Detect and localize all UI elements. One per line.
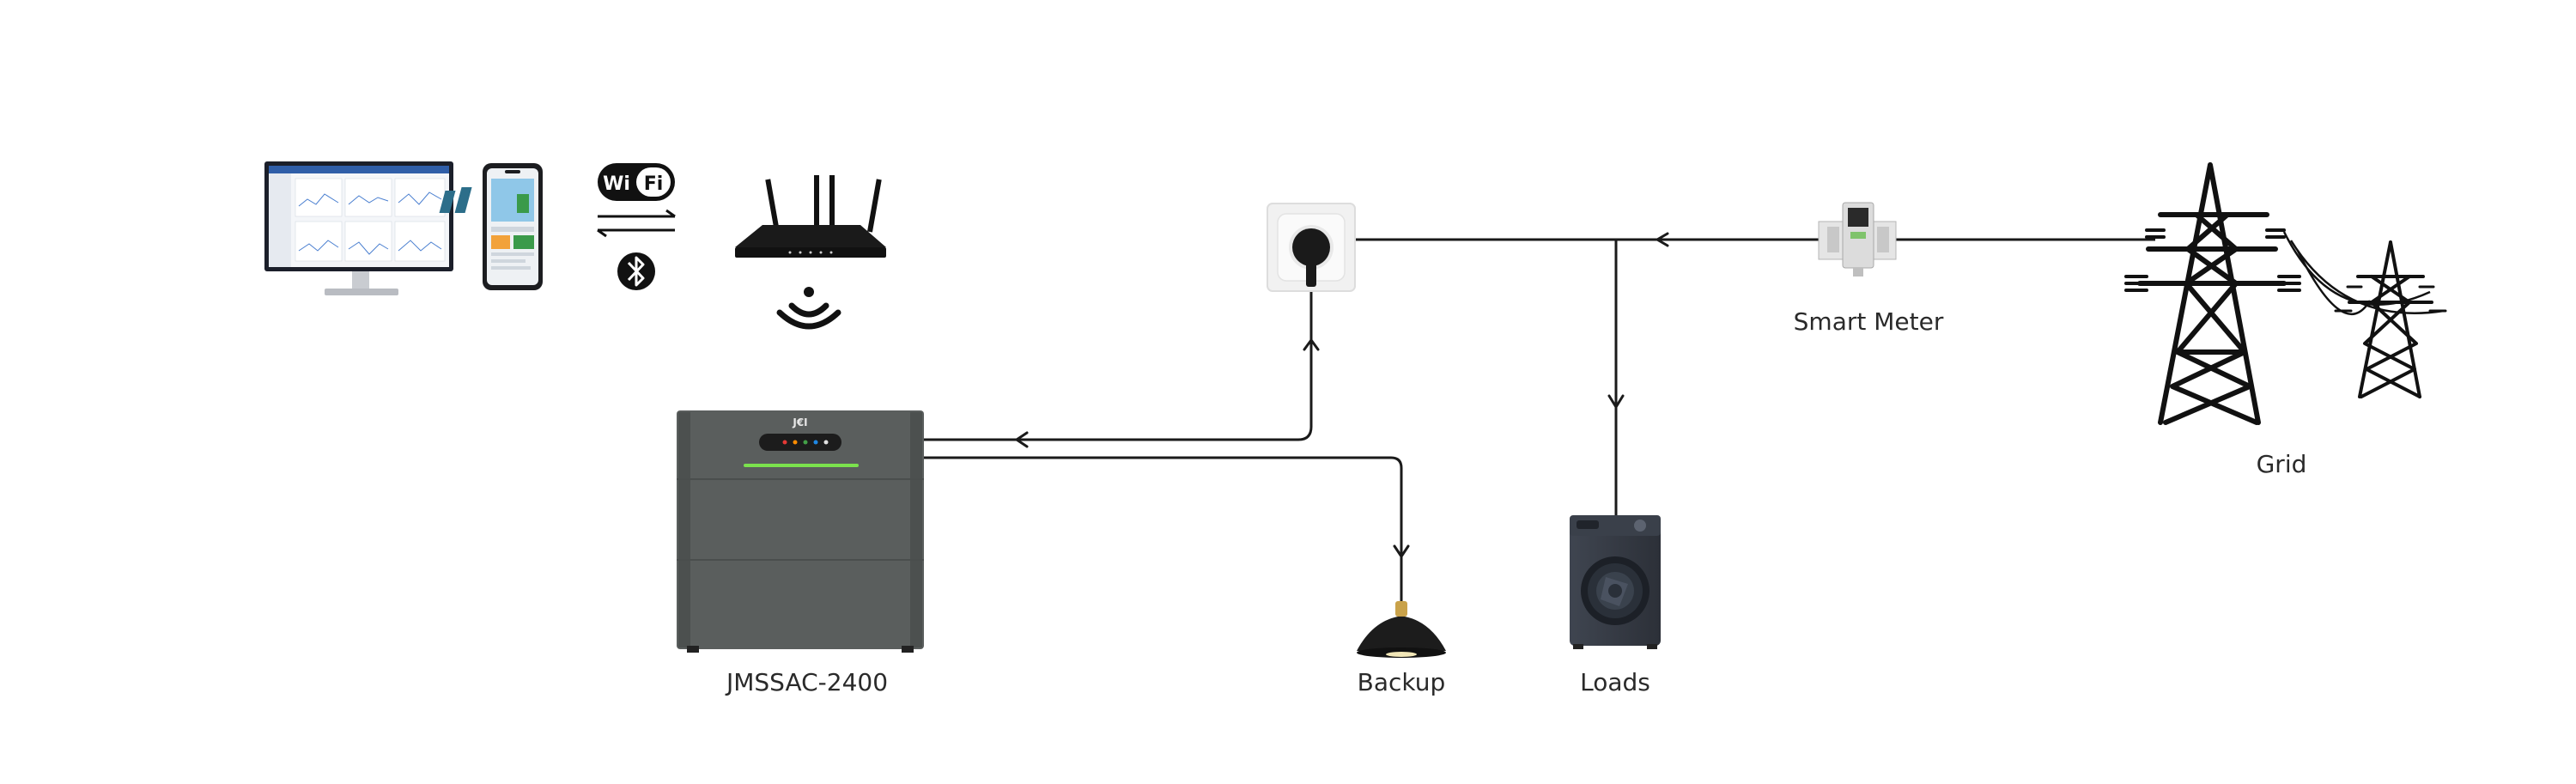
router-icon bbox=[735, 175, 886, 330]
wifi-badge-icon: Wi Fi bbox=[598, 163, 675, 201]
battery-model-label: JMSSAC-2400 bbox=[725, 668, 888, 696]
battery-status-leds bbox=[782, 440, 829, 445]
battery-to-socket-line bbox=[924, 288, 1313, 441]
battery-brand-logo: J€I bbox=[792, 416, 807, 428]
smart-meter-label: Smart Meter bbox=[1794, 307, 1944, 336]
monitor-icon bbox=[264, 161, 453, 295]
smart-meter-icon bbox=[1818, 202, 1897, 277]
wifi-badge-fi: Fi bbox=[644, 173, 664, 195]
battery-to-backup-line bbox=[924, 456, 1403, 556]
grid-label: Grid bbox=[2257, 450, 2307, 478]
arrow-up-to-socket bbox=[1303, 338, 1320, 351]
washing-machine-icon bbox=[1570, 515, 1661, 649]
loads-label: Loads bbox=[1580, 668, 1650, 696]
wifi-badge-wi: Wi bbox=[603, 173, 630, 195]
diagram-labels: Smart Meter Grid JMSSAC-2400 Backup Load… bbox=[725, 307, 2306, 696]
wall-socket-icon bbox=[1267, 203, 1356, 292]
arrow-to-battery bbox=[1015, 431, 1029, 448]
arrow-to-socket bbox=[1656, 232, 1669, 247]
power-pylon-large-icon bbox=[2124, 162, 2301, 425]
bidirectional-arrows-icon bbox=[597, 209, 676, 238]
connection-lines bbox=[924, 238, 2155, 556]
phone-icon bbox=[439, 163, 543, 290]
backup-label: Backup bbox=[1358, 668, 1446, 696]
bluetooth-icon bbox=[617, 252, 655, 290]
pendant-lamp-icon bbox=[1357, 556, 1446, 658]
power-cables bbox=[2282, 231, 2445, 316]
power-pylon-small-icon bbox=[2334, 240, 2447, 398]
battery-unit-icon: J€I bbox=[677, 410, 924, 653]
arrow-to-loads bbox=[1607, 394, 1625, 409]
